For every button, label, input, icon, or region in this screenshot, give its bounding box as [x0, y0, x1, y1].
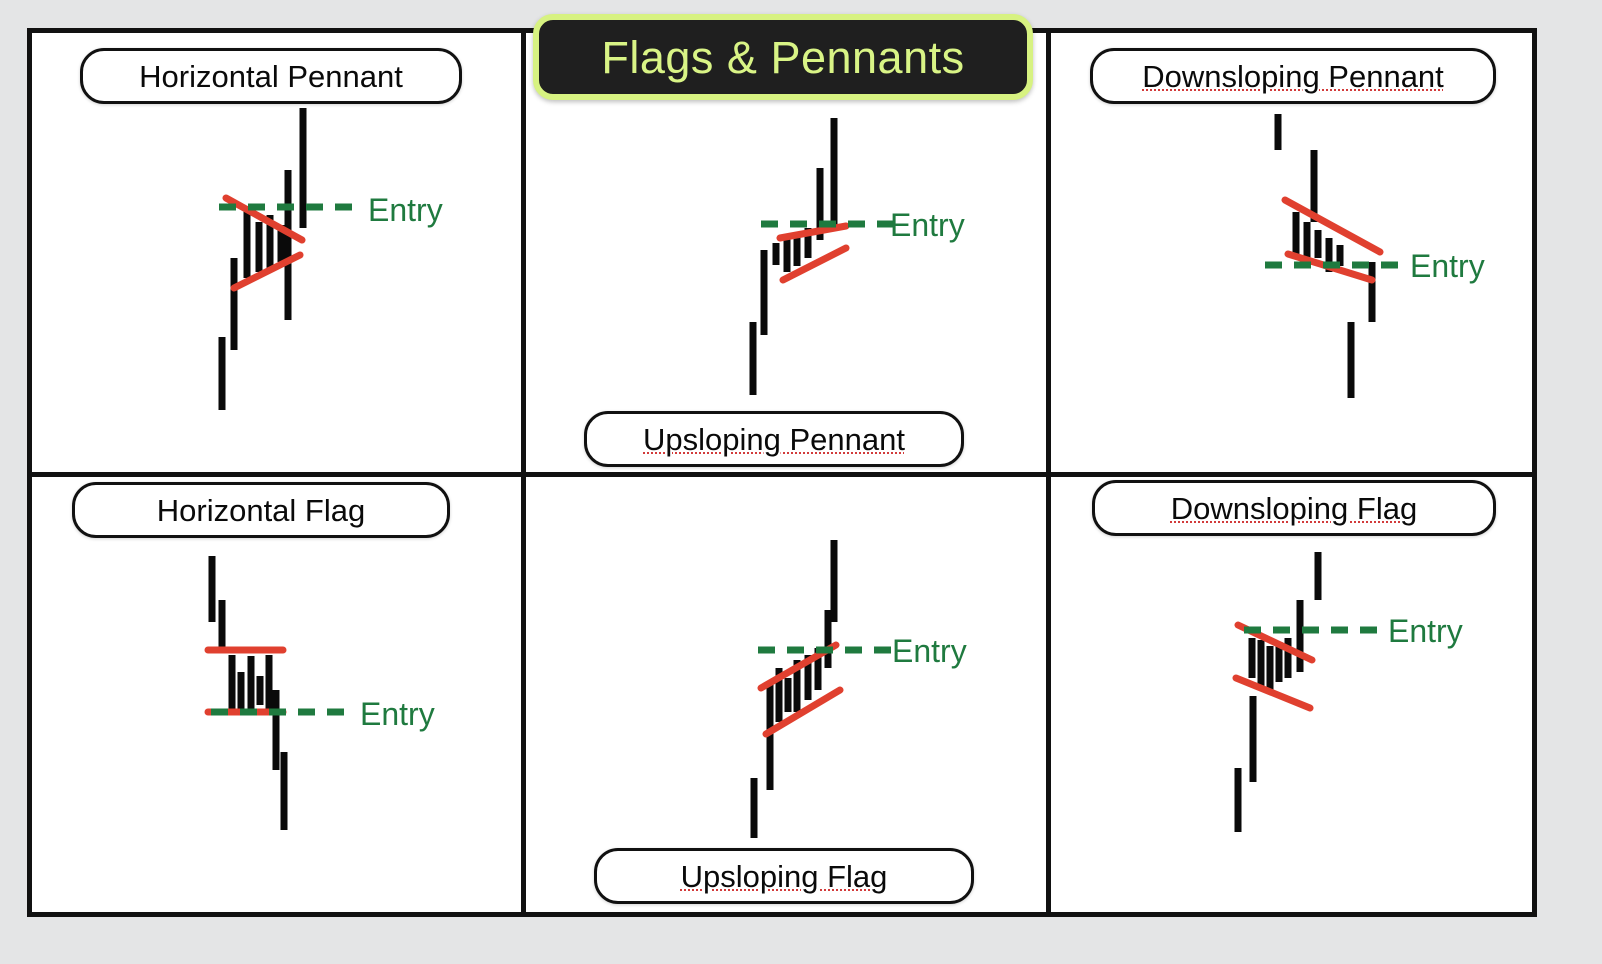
- label-upsloping-pennant-text: Upsloping Pennant: [643, 421, 905, 457]
- label-downsloping-pennant-text: Downsloping Pennant: [1142, 58, 1444, 94]
- panel-grid: [27, 28, 1537, 917]
- grid-divider-horizontal: [32, 472, 1532, 477]
- entry-label-upsloping-flag: Entry: [892, 633, 967, 669]
- label-downsloping-pennant[interactable]: Downsloping Pennant: [1090, 48, 1496, 104]
- label-horizontal-pennant-text: Horizontal Pennant: [139, 58, 403, 94]
- diagram-title-banner: Flags & Pennants: [533, 14, 1033, 100]
- label-upsloping-flag-text: Upsloping Flag: [680, 858, 888, 894]
- label-upsloping-pennant[interactable]: Upsloping Pennant: [584, 411, 964, 467]
- entry-label-horizontal-pennant: Entry: [368, 192, 443, 228]
- label-horizontal-flag-text: Horizontal Flag: [156, 492, 366, 528]
- label-upsloping-flag[interactable]: Upsloping Flag: [594, 848, 974, 904]
- label-downsloping-flag-text: Downsloping Flag: [1170, 490, 1418, 526]
- entry-label-upsloping-pennant: Entry: [890, 207, 965, 243]
- diagram-title-text: Flags & Pennants: [601, 31, 965, 83]
- entry-label-downsloping-pennant: Entry: [1410, 248, 1485, 284]
- entry-label-downsloping-flag: Entry: [1388, 613, 1463, 649]
- label-horizontal-pennant[interactable]: Horizontal Pennant: [80, 48, 462, 104]
- entry-label-horizontal-flag: Entry: [360, 696, 435, 732]
- label-horizontal-flag[interactable]: Horizontal Flag: [72, 482, 450, 538]
- label-downsloping-flag[interactable]: Downsloping Flag: [1092, 480, 1496, 536]
